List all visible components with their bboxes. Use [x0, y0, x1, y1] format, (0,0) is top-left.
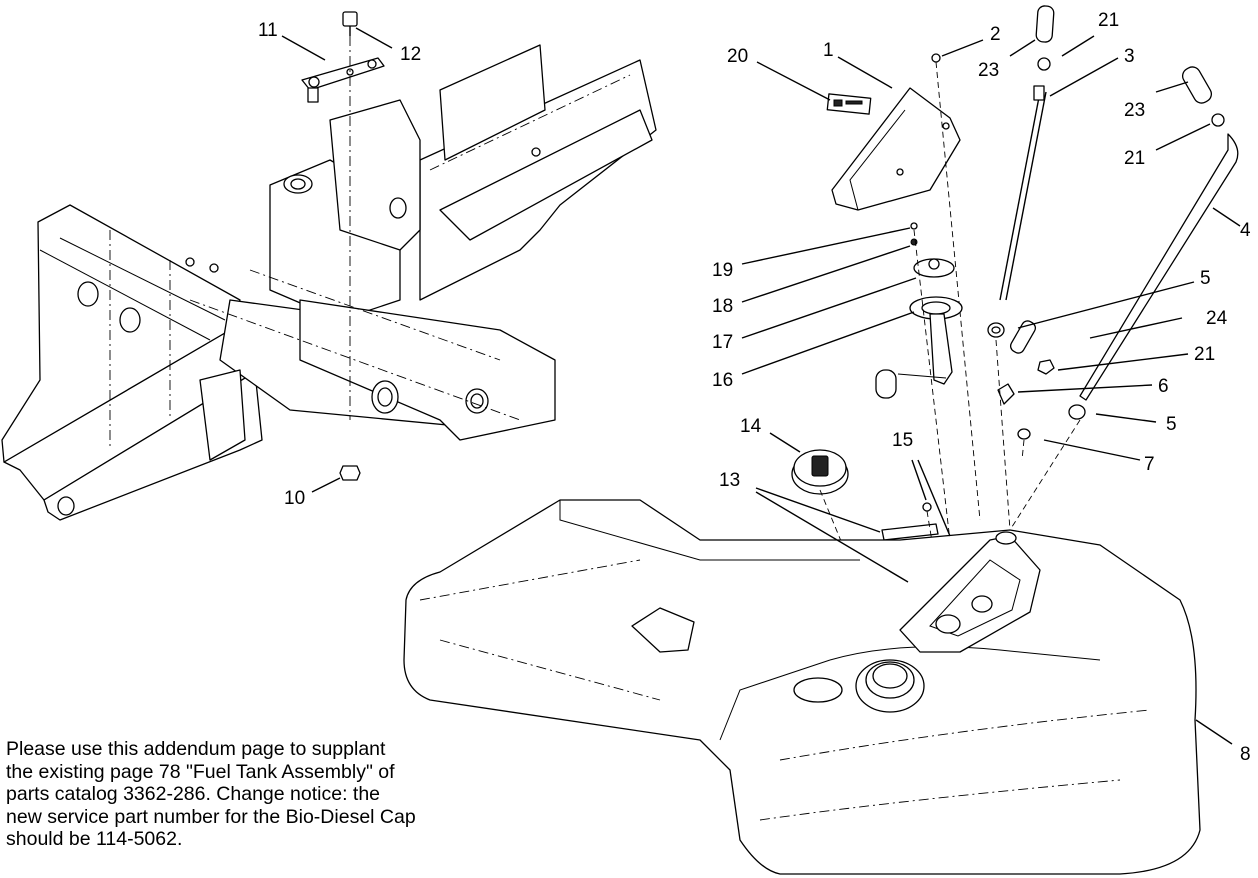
- callout-1: 1: [823, 40, 834, 61]
- frame-assembly: [1, 44, 657, 521]
- callout-17: 17: [712, 332, 733, 353]
- callout-4: 4: [1240, 220, 1251, 241]
- callout-20: 20: [727, 46, 748, 67]
- fuel-cap-part-14: [791, 449, 849, 495]
- callout-6: 6: [1158, 376, 1169, 397]
- note-line: parts catalog 3362-286. Change notice: t…: [6, 783, 381, 805]
- callout-15: 15: [892, 430, 913, 451]
- callout-24: 24: [1206, 308, 1228, 329]
- callout-7: 7: [1144, 454, 1155, 475]
- callout-5-lower: 5: [1166, 414, 1177, 435]
- callout-19: 19: [712, 260, 733, 281]
- callout-12: 12: [400, 44, 421, 65]
- note-line: the existing page 78 "Fuel Tank Assembly…: [6, 760, 395, 783]
- callout-8: 8: [1240, 744, 1251, 765]
- callout-16: 16: [712, 370, 733, 391]
- callout-14: 14: [740, 416, 762, 437]
- callout-13: 13: [719, 470, 740, 491]
- note-line: should be 114-5062.: [6, 828, 183, 850]
- bracket-11-and-bolt-12: [301, 11, 385, 481]
- callout-23-top: 23: [978, 60, 999, 81]
- callout-23-right: 23: [1124, 100, 1145, 121]
- note-line: Please use this addendum page to supplan…: [6, 738, 386, 760]
- fuel-tank-part-8: [403, 499, 1201, 875]
- decal-part-20: [826, 93, 872, 115]
- callout-18: 18: [712, 296, 733, 317]
- note-line: new service part number for the Bio-Dies…: [6, 805, 416, 828]
- addendum-note: Please use this addendum page to supplan…: [6, 738, 476, 851]
- callout-21-top: 21: [1098, 10, 1119, 31]
- callout-3: 3: [1124, 46, 1135, 67]
- leader-lines: [281, 27, 1241, 745]
- callout-5-upper: 5: [1200, 268, 1211, 289]
- callout-10: 10: [284, 488, 305, 509]
- callout-2: 2: [990, 24, 1001, 45]
- callout-labels: 11 12 10 20 1 2 23 21 3 23 21 4 19 18 17…: [258, 10, 1251, 765]
- callout-21-middle: 21: [1194, 344, 1215, 365]
- callout-21-right: 21: [1124, 148, 1145, 169]
- shield-part-1: [831, 87, 961, 211]
- callout-11: 11: [258, 20, 278, 41]
